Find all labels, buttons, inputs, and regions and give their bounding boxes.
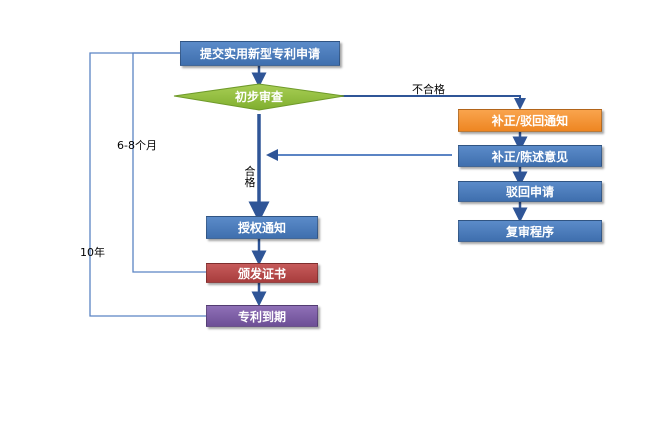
reject-application-box: 驳回申请 bbox=[458, 181, 602, 202]
arrow-fail bbox=[335, 96, 520, 104]
patent-expiry-box: 专利到期 bbox=[206, 305, 318, 327]
initial-review-label-wrap: 初步审查 bbox=[174, 86, 344, 106]
term-label: 10年 bbox=[80, 244, 105, 260]
reject-application-text: 驳回申请 bbox=[506, 183, 554, 200]
grant-notice-text: 授权通知 bbox=[238, 219, 286, 236]
grant-notice-box: 授权通知 bbox=[206, 216, 318, 239]
re-examination-text: 复审程序 bbox=[506, 223, 554, 240]
issue-certificate-box: 颁发证书 bbox=[206, 263, 318, 283]
supplement-notice-box: 补正/驳回通知 bbox=[458, 109, 602, 132]
re-examination-box: 复审程序 bbox=[458, 220, 602, 242]
supplement-statement-text: 补正/陈述意见 bbox=[492, 148, 568, 165]
review-time-label: 6-8个月 bbox=[117, 137, 157, 153]
fail-label: 不合格 bbox=[412, 81, 445, 97]
submit-application-text: 提交实用新型专利申请 bbox=[200, 45, 320, 62]
submit-application-box: 提交实用新型专利申请 bbox=[180, 41, 340, 66]
issue-certificate-text: 颁发证书 bbox=[238, 265, 286, 282]
pass-label-bottom: 格 bbox=[244, 177, 256, 188]
pass-label: 合 格 bbox=[244, 166, 256, 188]
patent-expiry-text: 专利到期 bbox=[238, 308, 286, 325]
initial-review-text: 初步审查 bbox=[235, 88, 283, 105]
supplement-notice-text: 补正/驳回通知 bbox=[492, 112, 568, 129]
supplement-statement-box: 补正/陈述意见 bbox=[458, 145, 602, 167]
